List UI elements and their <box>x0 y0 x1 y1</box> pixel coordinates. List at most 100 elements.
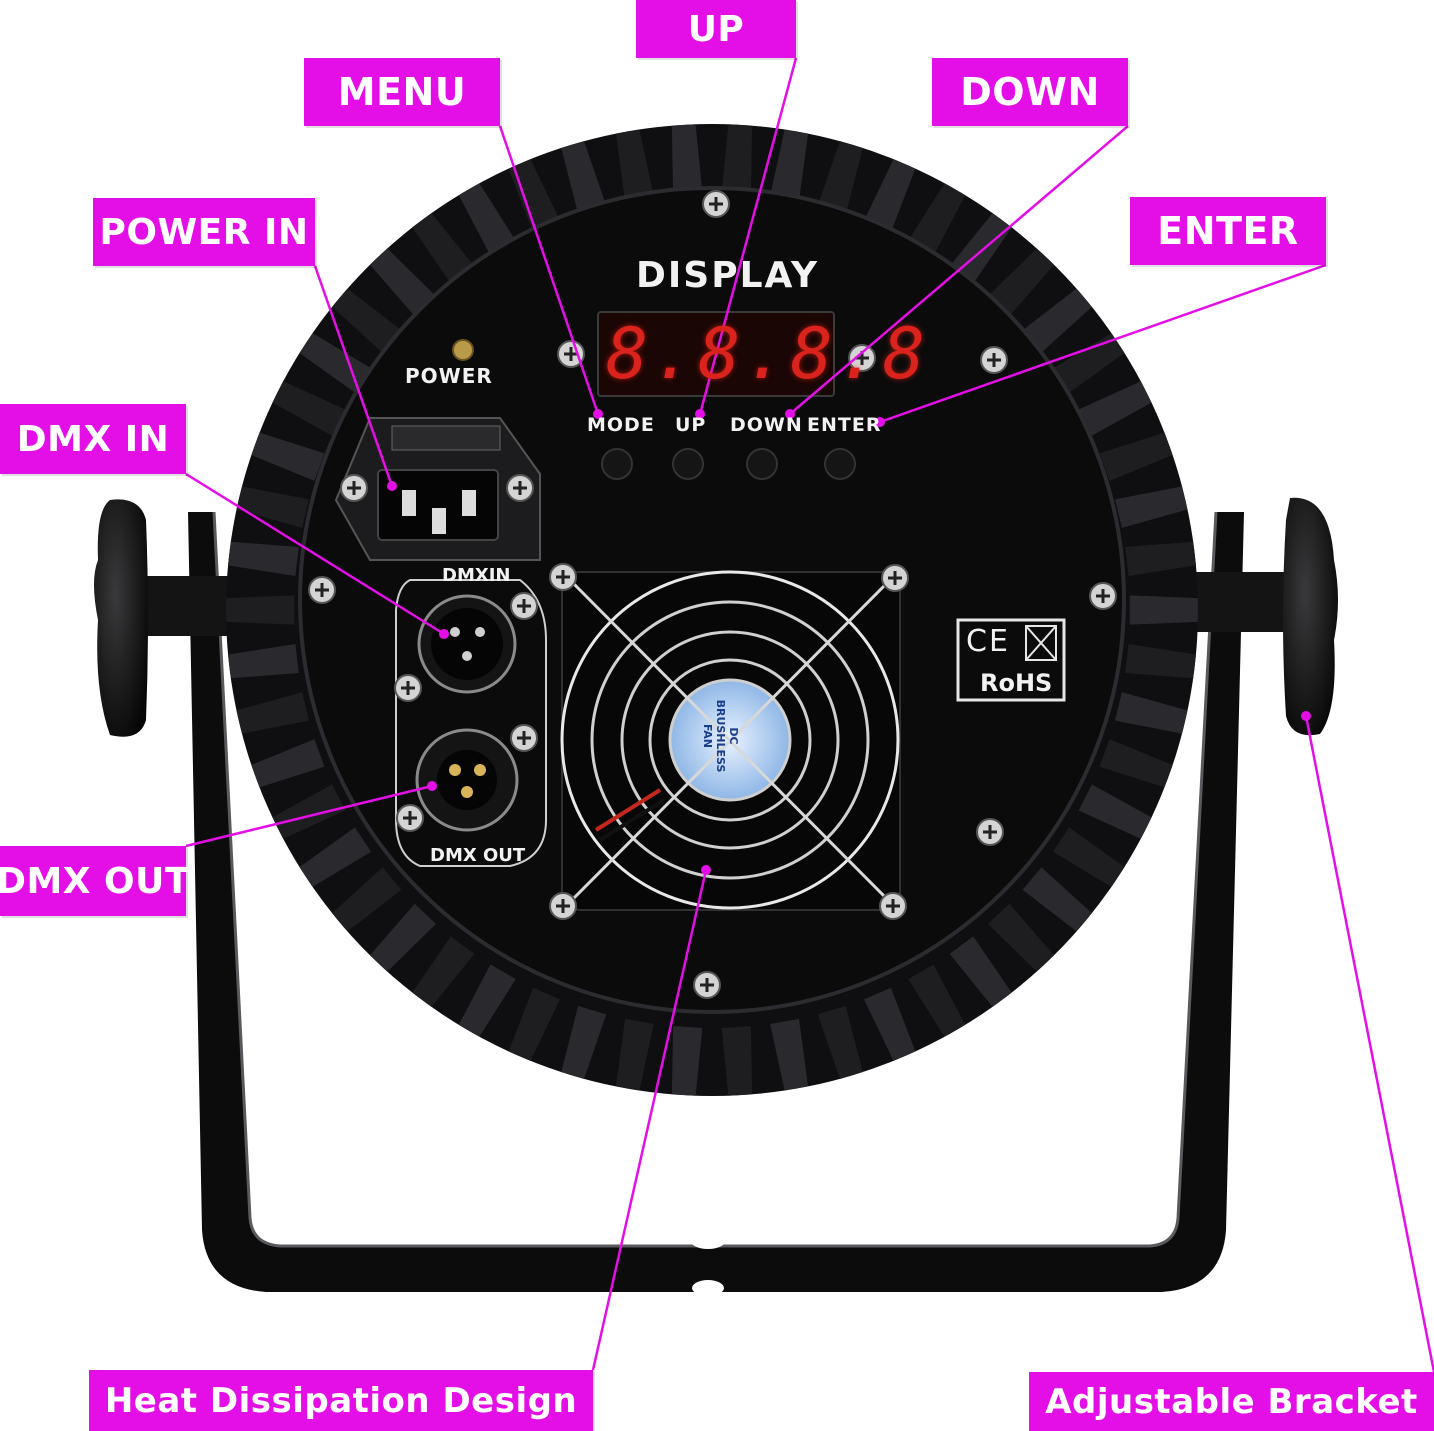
heatsink-fin <box>817 1005 863 1079</box>
heatsink-fin <box>908 183 966 256</box>
leader-dot <box>387 481 397 491</box>
dmxin-label: DMXIN <box>442 565 511 586</box>
heatsink-fin <box>1115 486 1188 528</box>
heatsink-fin <box>412 213 475 284</box>
heatsink-fin <box>332 288 402 353</box>
leader-dot <box>785 409 795 419</box>
heatsink-fin <box>369 248 436 317</box>
mode-label: MODE <box>587 414 655 436</box>
leader-dot <box>439 629 449 639</box>
heatsink-fin <box>949 936 1012 1007</box>
up-label: UP <box>675 414 707 436</box>
ce-mark: CE <box>966 624 1010 659</box>
heatsink-fin <box>299 827 372 887</box>
callout-leader-lines <box>185 57 1434 1373</box>
leader-line <box>879 263 1327 424</box>
heatsink-fin <box>864 159 916 233</box>
leader-dot <box>1301 711 1311 721</box>
callout-dmx-out: DMX OUT <box>0 846 189 916</box>
heatsink-fin <box>1078 784 1152 839</box>
up-button <box>672 448 704 480</box>
adjustable-bracket <box>188 511 1244 1296</box>
heatsink-fin <box>228 541 299 577</box>
leader-line <box>789 125 1129 415</box>
display-digits: 8.8.8.8 <box>606 313 930 395</box>
heatsink-fin <box>1099 739 1173 788</box>
heatsink-fin <box>412 936 475 1007</box>
callout-down: DOWN <box>932 58 1128 126</box>
callout-dmx-in: DMX IN <box>0 404 186 474</box>
leader-line <box>313 265 394 487</box>
dmx-frame <box>395 579 547 867</box>
heatsink-fin <box>228 643 299 679</box>
heatsink-fin <box>671 124 703 194</box>
control-buttons <box>601 448 856 480</box>
heatsink-fin <box>561 1005 607 1079</box>
down-label: DOWN <box>730 414 803 436</box>
leader-line <box>591 869 708 1371</box>
heatsink-fin <box>458 183 516 256</box>
heatsink-fin <box>817 141 863 215</box>
heatsink-fin <box>332 867 402 932</box>
certification-box <box>956 618 1066 702</box>
heatsink-fin <box>615 129 654 202</box>
heatsink-fin <box>1022 867 1092 932</box>
leader-dot <box>695 409 705 419</box>
callout-heat-dissipation: Heat Dissipation Design <box>89 1370 593 1431</box>
down-button <box>746 448 778 480</box>
heatsink-fin <box>1078 381 1152 436</box>
heatsink-fin <box>369 903 436 972</box>
heatsink-fin <box>988 903 1055 972</box>
dmx-out-connector <box>415 728 519 832</box>
heatsink-fin <box>272 381 346 436</box>
leader-line <box>185 472 445 636</box>
heatsink-fin <box>1125 643 1196 679</box>
callout-up: UP <box>636 0 796 58</box>
heatsink-fin <box>508 159 560 233</box>
heatsink-fin <box>988 248 1055 317</box>
heatsink-fin <box>721 1026 753 1096</box>
rohs-mark: RoHS <box>980 669 1053 697</box>
dmxout-label: DMX OUT <box>430 845 526 866</box>
power-label: POWER <box>405 364 493 388</box>
heatsink-fin <box>236 692 309 734</box>
left-bracket-knob <box>94 499 250 737</box>
heatsink-fin <box>1052 333 1125 393</box>
heatsink-fin <box>1115 692 1188 734</box>
heatsink-fin <box>1125 541 1196 577</box>
heatsink-fin <box>770 129 809 202</box>
heatsink-fin <box>1022 288 1092 353</box>
heatsink-fin <box>770 1018 809 1091</box>
heatsink-fin <box>1099 432 1173 481</box>
heatsink-fin <box>615 1018 654 1091</box>
heatsink-fin <box>1052 827 1125 887</box>
enter-label: ENTER <box>807 414 882 436</box>
callout-menu: MENU <box>304 58 500 126</box>
heatsink-fin <box>561 141 607 215</box>
heatsink-fin <box>721 124 753 194</box>
fan-sticker: DC BRUSHLESS FAN <box>701 699 741 773</box>
power-indicator <box>452 339 474 361</box>
display-label: DISPLAY <box>636 255 820 296</box>
leader-line <box>498 125 600 415</box>
right-bracket-knob <box>1186 497 1338 736</box>
leader-line <box>185 784 433 848</box>
callout-power-in: POWER IN <box>93 198 315 266</box>
callout-adjustable-bracket: Adjustable Bracket <box>1029 1372 1434 1431</box>
heatsink-fin <box>508 987 560 1061</box>
heatsink-fin <box>1129 595 1198 625</box>
bracket-hole <box>692 1280 724 1296</box>
leader-line <box>698 57 798 415</box>
heatsink-fin <box>251 432 325 481</box>
heatsink-fin <box>458 964 516 1037</box>
panel-screws <box>308 190 1117 999</box>
callout-enter: ENTER <box>1130 197 1326 265</box>
leader-line <box>1304 715 1434 1373</box>
leader-dot <box>875 417 885 427</box>
heatsink-fin <box>864 987 916 1061</box>
heatsink-fin <box>226 595 295 625</box>
dmx-in-connector <box>417 594 517 694</box>
leader-dot <box>427 781 437 791</box>
